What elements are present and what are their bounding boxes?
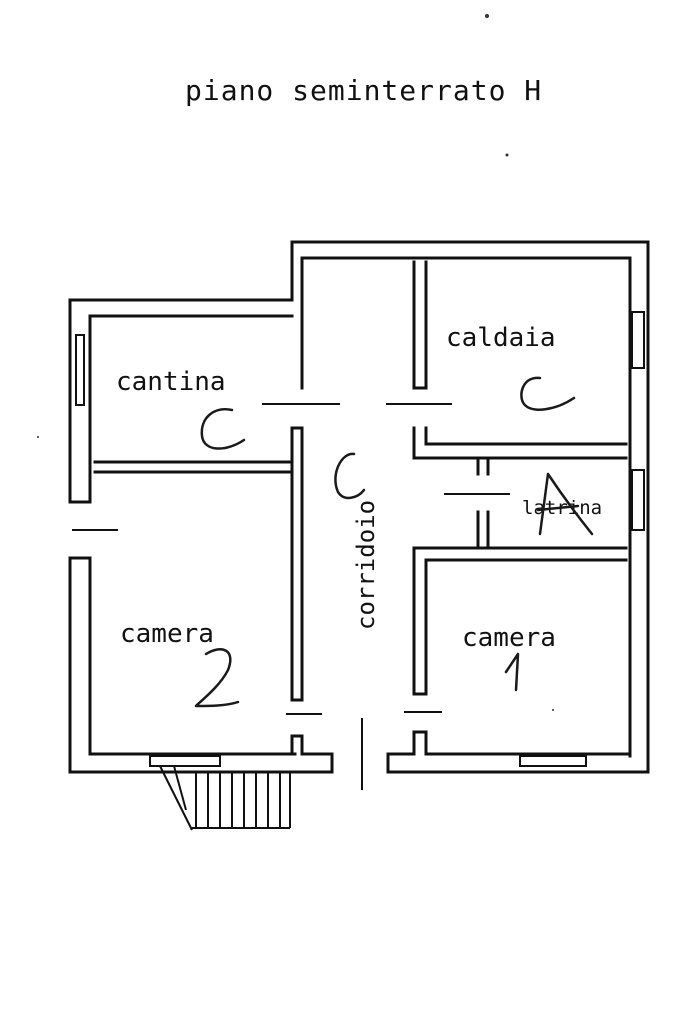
room-label-cantina: cantina bbox=[116, 367, 226, 397]
room-code-camera-right: 1 bbox=[504, 652, 520, 692]
stairs bbox=[159, 765, 291, 831]
room-code-corridoio: C bbox=[334, 452, 366, 500]
room-code-camera-left: 2 bbox=[194, 648, 240, 708]
plan-title: piano seminterrato H bbox=[185, 74, 542, 107]
scan-speck bbox=[505, 153, 509, 157]
outer-walls bbox=[68, 240, 650, 774]
room-label-corridoio: corridoio bbox=[352, 500, 380, 630]
interior-walls bbox=[93, 260, 628, 756]
scan-speck bbox=[37, 436, 39, 438]
room-label-caldaia: caldaia bbox=[446, 323, 556, 353]
scan-speck bbox=[485, 14, 489, 18]
windows bbox=[72, 311, 645, 767]
room-code-latrina: A bbox=[536, 472, 594, 536]
scan-speck bbox=[552, 709, 554, 711]
room-label-camera-right: camera bbox=[462, 623, 556, 653]
room-code-caldaia: C bbox=[520, 376, 576, 411]
room-label-camera-left: camera bbox=[120, 619, 214, 649]
door-openings bbox=[262, 403, 510, 790]
room-code-cantina: C bbox=[200, 407, 246, 450]
